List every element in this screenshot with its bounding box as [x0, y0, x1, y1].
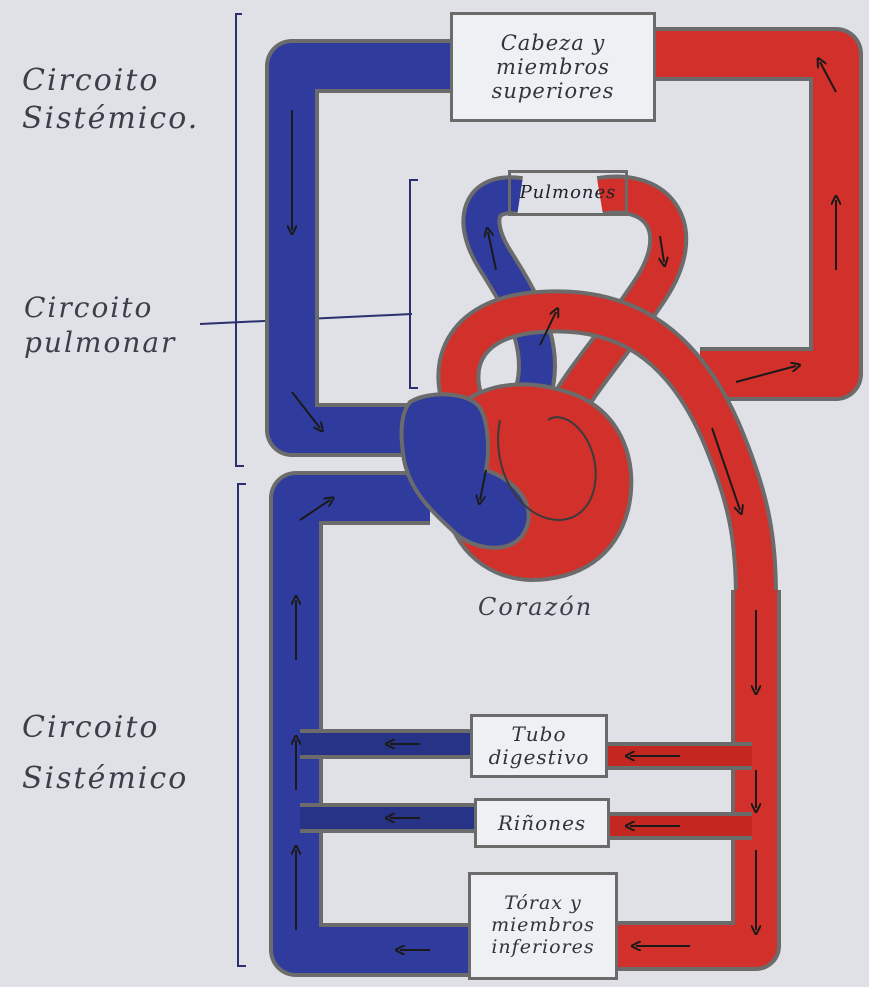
organ-digestive-line1: Tubo — [489, 723, 590, 746]
label-systemic-bottom-line1: Circoito — [22, 702, 188, 753]
label-pulmonary-line1: Circoito — [24, 290, 176, 325]
organ-lungs-label: Pulmones — [520, 183, 617, 204]
organ-kidneys-label: Riñones — [498, 812, 586, 835]
bracket-systemic-top — [236, 14, 244, 466]
label-systemic-top: Circoito Sistémico. — [22, 62, 199, 137]
organ-thorax-line3: inferiores — [491, 937, 595, 959]
label-systemic-bottom-line2: Sistémico — [22, 753, 188, 804]
bracket-pulmonary — [410, 180, 418, 388]
organ-head-line3: superiores — [492, 79, 615, 103]
organ-thorax-line1: Tórax y — [491, 893, 595, 915]
heart — [402, 384, 632, 580]
label-pulmonary: Circoito pulmonar — [24, 290, 176, 360]
label-systemic-top-line1: Circoito — [22, 62, 199, 100]
organ-head: Cabeza y miembros superiores — [450, 12, 656, 122]
organ-head-line1: Cabeza y — [492, 31, 615, 55]
organ-digestive: Tubo digestivo — [470, 714, 608, 778]
label-systemic-bottom: Circoito Sistémico — [22, 702, 188, 804]
bracket-systemic-bottom — [238, 484, 246, 966]
label-pulmonary-line2: pulmonar — [24, 325, 176, 360]
organ-thorax-line2: miembros — [491, 915, 595, 937]
label-heart-text: Corazón — [478, 593, 593, 621]
label-systemic-top-line2: Sistémico. — [22, 100, 199, 138]
organ-head-line2: miembros — [492, 55, 615, 79]
organ-kidneys: Riñones — [474, 798, 610, 848]
label-heart: Corazón — [478, 592, 593, 622]
organ-thorax: Tórax y miembros inferiores — [468, 872, 618, 980]
organ-digestive-line2: digestivo — [489, 746, 590, 769]
organ-lungs: Pulmones — [508, 170, 628, 216]
